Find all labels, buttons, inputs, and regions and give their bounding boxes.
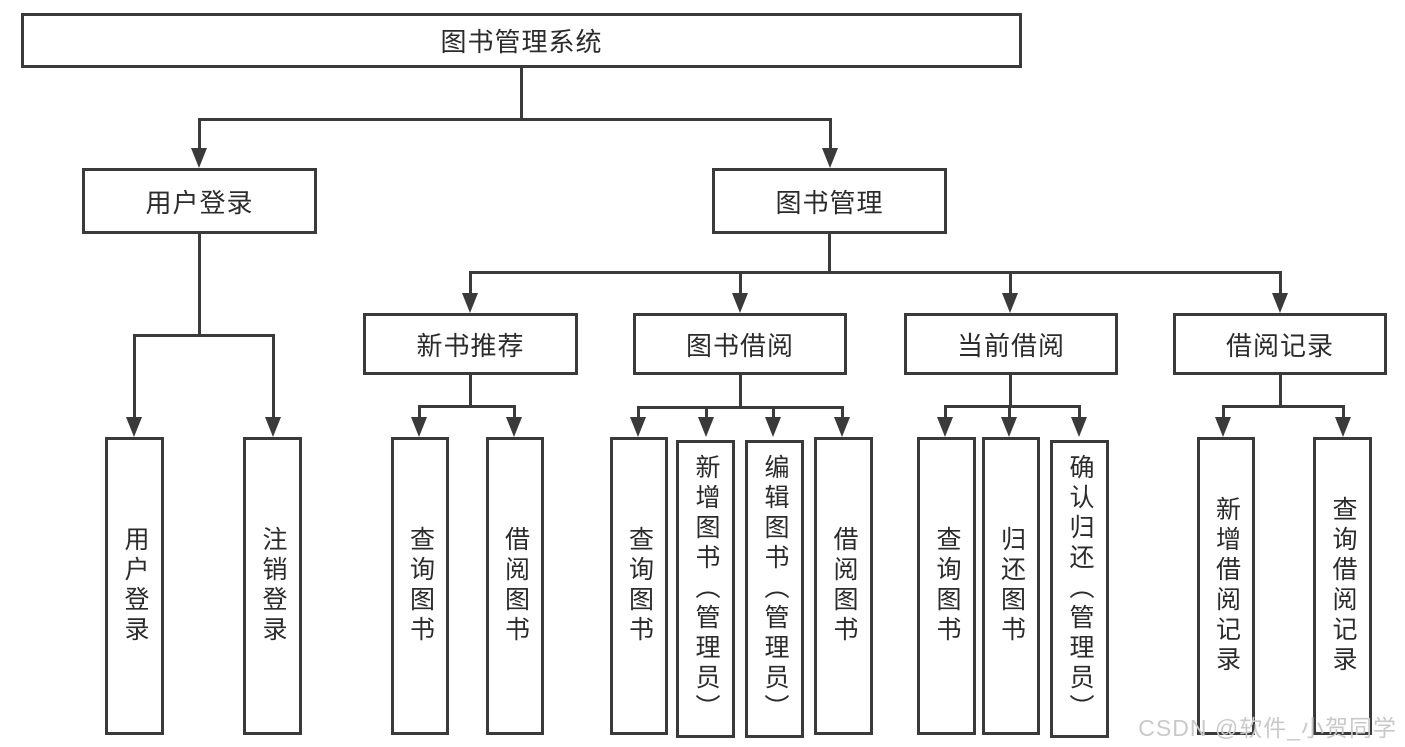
leaf-add-books-admin: 新增图书（管理员） bbox=[676, 440, 735, 738]
arrow-down-icon bbox=[506, 417, 522, 437]
arrow-down-icon bbox=[630, 417, 646, 437]
arrow-down-icon bbox=[822, 148, 838, 168]
node-label: 新书推荐 bbox=[416, 330, 525, 361]
arrow-down-icon bbox=[191, 148, 207, 168]
connector-rail bbox=[637, 406, 844, 409]
arrow-down-icon bbox=[834, 417, 850, 437]
node-root-system: 图书管理系统 bbox=[21, 13, 1022, 68]
arrow-down-icon bbox=[937, 417, 953, 437]
connector-drop bbox=[705, 406, 708, 419]
node-label: 借阅图书 bbox=[501, 526, 530, 646]
connector-drop bbox=[772, 406, 775, 419]
arrow-down-icon bbox=[732, 293, 748, 313]
connector-drop bbox=[1078, 405, 1081, 419]
connector-drop bbox=[637, 406, 640, 419]
node-label: 归还图书 bbox=[997, 526, 1026, 646]
node-new-book-recommend: 新书推荐 bbox=[363, 313, 578, 375]
leaf-logout: 注销登录 bbox=[243, 437, 302, 735]
node-label: 图书借阅 bbox=[685, 330, 794, 361]
connector-drop bbox=[944, 405, 947, 419]
connector-book-mgmt-stem bbox=[828, 234, 831, 274]
connector-drop bbox=[1279, 271, 1282, 295]
connector-drop bbox=[829, 118, 832, 151]
node-label: 新增图书（管理员） bbox=[692, 454, 720, 724]
leaf-user-login: 用户登录 bbox=[105, 437, 164, 735]
connector-drop bbox=[1222, 405, 1225, 419]
connector-stem bbox=[469, 375, 472, 408]
node-label: 用户登录 bbox=[121, 526, 149, 646]
connector-stem bbox=[1009, 375, 1012, 408]
connector-drop bbox=[841, 406, 844, 419]
leaf-query-books-borrow: 查询图书 bbox=[610, 437, 668, 735]
connector-user-login-rail bbox=[133, 334, 274, 337]
node-label: 当前借阅 bbox=[956, 330, 1065, 361]
node-label: 新增借阅记录 bbox=[1212, 496, 1241, 676]
arrow-down-icon bbox=[462, 293, 478, 313]
node-label: 编辑图书（管理员） bbox=[761, 454, 789, 724]
connector-drop bbox=[513, 405, 516, 419]
connector-drop bbox=[469, 271, 472, 295]
arrow-down-icon bbox=[1071, 417, 1087, 437]
connector-rail bbox=[1222, 405, 1345, 408]
arrow-down-icon bbox=[1335, 417, 1351, 437]
connector-rail bbox=[418, 405, 516, 408]
node-current-borrow: 当前借阅 bbox=[904, 313, 1118, 375]
arrow-down-icon bbox=[411, 417, 427, 437]
arrow-down-icon bbox=[265, 417, 281, 437]
leaf-edit-books-admin: 编辑图书（管理员） bbox=[745, 440, 804, 738]
connector-root-rail bbox=[198, 118, 832, 121]
arrow-down-icon bbox=[1002, 293, 1018, 313]
leaf-borrow-books-recommend: 借阅图书 bbox=[486, 437, 544, 735]
connector-root-stem bbox=[520, 66, 523, 119]
csdn-watermark: CSDN @软件_小贺同学 bbox=[1138, 715, 1397, 741]
leaf-query-books-current: 查询图书 bbox=[917, 437, 976, 735]
connector-drop bbox=[1008, 405, 1011, 419]
leaf-confirm-return-admin: 确认归还（管理员） bbox=[1050, 440, 1109, 738]
node-label: 用户登录 bbox=[145, 187, 254, 218]
node-label: 借阅记录 bbox=[1225, 330, 1334, 361]
connector-drop bbox=[418, 405, 421, 419]
node-label: 图书管理 bbox=[775, 187, 884, 218]
node-book-borrow: 图书借阅 bbox=[633, 313, 847, 375]
node-label: 查询借阅记录 bbox=[1329, 496, 1357, 676]
connector-drop bbox=[198, 118, 201, 151]
leaf-add-borrow-record: 新增借阅记录 bbox=[1197, 437, 1255, 735]
node-label: 查询图书 bbox=[406, 526, 435, 646]
arrow-down-icon bbox=[698, 417, 714, 437]
connector-drop bbox=[133, 334, 136, 419]
leaf-borrow-books: 借阅图书 bbox=[814, 437, 873, 735]
connector-stem bbox=[1279, 375, 1282, 408]
connector-book-mgmt-rail bbox=[469, 271, 1282, 274]
connector-drop bbox=[739, 271, 742, 295]
node-label: 注销登录 bbox=[259, 526, 287, 646]
arrow-down-icon bbox=[126, 417, 142, 437]
node-book-management: 图书管理 bbox=[712, 168, 947, 234]
leaf-query-borrow-record: 查询借阅记录 bbox=[1313, 437, 1372, 735]
connector-user-login-stem bbox=[198, 234, 201, 337]
leaf-return-books: 归还图书 bbox=[982, 437, 1040, 735]
arrow-down-icon bbox=[1215, 417, 1231, 437]
leaf-query-books-recommend: 查询图书 bbox=[391, 437, 449, 735]
node-label: 图书管理系统 bbox=[440, 27, 603, 57]
node-user-login: 用户登录 bbox=[82, 168, 317, 234]
node-label: 借阅图书 bbox=[830, 526, 858, 646]
connector-drop bbox=[1342, 405, 1345, 419]
node-borrow-records: 借阅记录 bbox=[1173, 313, 1387, 375]
connector-rail bbox=[944, 405, 1081, 408]
arrow-down-icon bbox=[1272, 293, 1288, 313]
arrow-down-icon bbox=[765, 417, 781, 437]
connector-drop bbox=[1009, 271, 1012, 295]
arrow-down-icon bbox=[1001, 417, 1017, 437]
node-label: 确认归还（管理员） bbox=[1066, 454, 1094, 724]
node-label: 查询图书 bbox=[933, 526, 961, 646]
node-label: 查询图书 bbox=[625, 526, 654, 646]
connector-stem bbox=[739, 375, 742, 409]
connector-drop bbox=[272, 334, 275, 419]
